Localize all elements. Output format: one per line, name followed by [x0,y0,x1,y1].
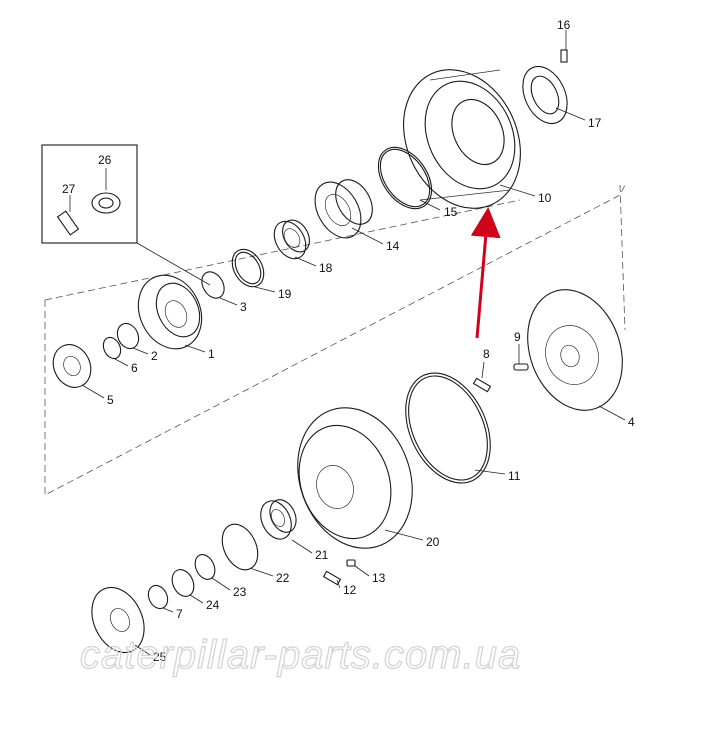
ring-7 [147,584,169,610]
housing-20 [297,407,413,549]
screw-8 [472,377,492,393]
impeller-1 [137,274,203,350]
callout-16: 16 [557,18,571,32]
callout-17: 17 [588,116,602,130]
ring-23 [194,554,216,580]
callout-20: 20 [426,535,440,549]
o-ring-15 [377,146,433,210]
inset-box [41,144,211,286]
callout-2: 2 [151,349,158,363]
ring-24 [171,569,195,597]
callout-7: 7 [176,607,183,621]
callout-14: 14 [386,239,400,253]
ring-2 [116,322,140,350]
flange-25 [91,587,145,653]
callout-1: 1 [208,347,215,361]
callout-18: 18 [319,261,333,275]
screw-12 [322,570,342,586]
gasket-17 [522,65,568,125]
nut-13 [346,559,356,567]
o-ring-11 [405,372,491,484]
callout-26: 26 [98,153,112,167]
bearing-21 [260,499,297,540]
flange-5 [52,344,92,388]
hub-14 [314,179,373,239]
callout-22: 22 [276,571,290,585]
housing-10 [403,69,521,209]
callout-24: 24 [206,598,220,612]
disc-4 [527,289,623,411]
callout-12: 12 [343,583,357,597]
callout-19: 19 [278,287,292,301]
callout-8: 8 [483,347,490,361]
callout-9: 9 [514,330,521,344]
pin-27 [56,210,80,236]
snap-ring-3 [201,271,225,299]
pin-9 [513,363,529,371]
callout-labels: 16 17 10 15 14 18 19 3 26 27 1 2 6 5 8 9… [62,18,635,664]
callout-5: 5 [107,393,114,407]
callout-15: 15 [444,205,458,219]
callout-10: 10 [538,191,552,205]
callout-13: 13 [372,571,386,585]
assembly-outline [44,184,626,496]
callout-11: 11 [508,469,521,483]
callout-25: 25 [153,650,167,664]
callout-27: 27 [62,182,76,196]
washer-26 [91,192,121,214]
callout-3: 3 [240,300,247,314]
callout-4: 4 [628,415,635,429]
highlight-arrow [470,207,501,339]
callout-6: 6 [131,361,138,375]
bolt-16 [560,49,568,63]
callout-23: 23 [233,585,247,599]
watermark: caterpillar-parts.com.ua [80,633,521,677]
ring-22 [221,523,259,571]
callout-21: 21 [315,548,329,562]
leader-lines [69,30,626,656]
bearing-18 [273,219,310,260]
ring-19 [231,248,265,288]
ring-6 [102,336,122,360]
